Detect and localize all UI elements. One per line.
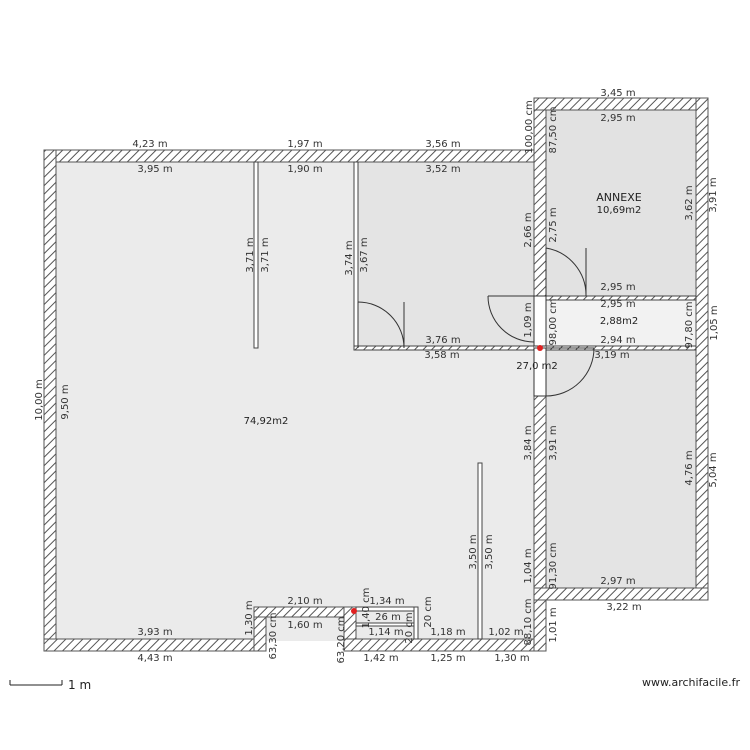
dim-label: 20 cm (423, 596, 434, 627)
room-area-hall: 27,0 m2 (516, 361, 558, 372)
room-name-annexe: ANNEXE (596, 191, 641, 204)
dim-label: 3,56 m (425, 139, 460, 150)
dim-label: 3,67 m (359, 237, 370, 272)
dim-label: 4,23 m (132, 139, 167, 150)
dim-label: 3,93 m (137, 627, 172, 638)
dim-label: 1,04 m (523, 548, 534, 583)
dim-label: 3,62 m (684, 185, 695, 220)
dim-label: 1,40 cm (361, 588, 372, 629)
dim-label: 1,30 m (244, 600, 255, 635)
annexe-floor (545, 110, 696, 296)
dim-label: 2,95 m (600, 282, 635, 293)
dim-label: 2,95 m (600, 299, 635, 310)
dimension-labels-vertical: 100,00 cm 87,50 cm 3,62 m 3,91 m 2,66 m … (34, 100, 720, 663)
room-area-annexe: 10,69m2 (597, 205, 642, 216)
dim-label: 3,19 m (594, 350, 629, 361)
room-area-main: 74,92m2 (244, 416, 289, 427)
dim-label: 20 cm (404, 612, 415, 643)
dim-label: 1,42 m (363, 653, 398, 664)
dim-label: 26 m (375, 612, 401, 623)
dim-label: 1,30 m (494, 653, 529, 664)
marker-red-2 (351, 608, 357, 614)
dim-label: 3,50 m (484, 534, 495, 569)
dim-label: 1,25 m (430, 653, 465, 664)
scale-label: 1 m (68, 678, 91, 692)
dim-label: 4,43 m (137, 653, 172, 664)
dim-label: 1,09 m (523, 302, 534, 337)
dim-label: 63,20 cm (336, 616, 347, 663)
dim-label: 1,97 m (287, 139, 322, 150)
site-link[interactable]: www.archifacile.fr (642, 676, 740, 689)
dim-label: 2,95 m (600, 113, 635, 124)
dim-label: 3,50 m (468, 534, 479, 569)
dim-label: 2,10 m (287, 596, 322, 607)
dim-label: 3,71 m (260, 237, 271, 272)
dim-label: 3,45 m (600, 88, 635, 99)
dim-label: 3,84 m (523, 425, 534, 460)
dim-label: 87,50 cm (548, 106, 559, 153)
dim-label: 1,18 m (430, 627, 465, 638)
kitchen-floor (358, 162, 534, 348)
right-room-floor (545, 348, 696, 588)
dim-label: 3,74 m (344, 240, 355, 275)
dim-label: 88,10 cm (523, 598, 534, 645)
dim-label: 1,01 m (548, 607, 559, 642)
dim-label: 3,76 m (425, 335, 460, 346)
dim-label: 91,30 cm (548, 542, 559, 589)
dim-label: 2,66 m (523, 212, 534, 247)
dim-label: 3,91 m (548, 425, 559, 460)
scale-bar: 1 m (9, 678, 91, 692)
dim-label: 98,00 cm (548, 298, 559, 345)
dim-label: 3,71 m (245, 237, 256, 272)
dim-label: 3,91 m (708, 177, 719, 212)
marker-red (537, 345, 543, 351)
dim-label: 2,75 m (548, 207, 559, 242)
dim-label: 1,34 m (369, 596, 404, 607)
dim-label: 3,95 m (137, 164, 172, 175)
dim-label: 4,76 m (684, 450, 695, 485)
dim-label: 2,97 m (600, 576, 635, 587)
dimension-labels-horizontal: 3,45 m 2,95 m 4,23 m 1,97 m 3,56 m 3,95 … (132, 88, 641, 664)
corridor-floor (545, 298, 696, 346)
dim-label: 1,02 m (488, 627, 523, 638)
dim-label: 3,58 m (424, 350, 459, 361)
dim-label: 1,90 m (287, 164, 322, 175)
dim-label: 2,94 m (600, 335, 635, 346)
room-area-corridor: 2,88m2 (600, 316, 638, 327)
dim-label: 1,05 m (709, 305, 720, 340)
dim-label: 1,60 m (287, 620, 322, 631)
dim-label: 63,30 cm (268, 612, 279, 659)
dim-label: 100,00 cm (524, 100, 535, 153)
dim-label: 3,52 m (425, 164, 460, 175)
dim-label: 3,22 m (606, 602, 641, 613)
dim-label: 97,80 cm (684, 301, 695, 348)
dim-label: 1,14 m (368, 627, 403, 638)
dim-label: 9,50 m (60, 384, 71, 419)
dim-label: 5,04 m (708, 452, 719, 487)
dim-label: 10,00 m (34, 379, 45, 421)
